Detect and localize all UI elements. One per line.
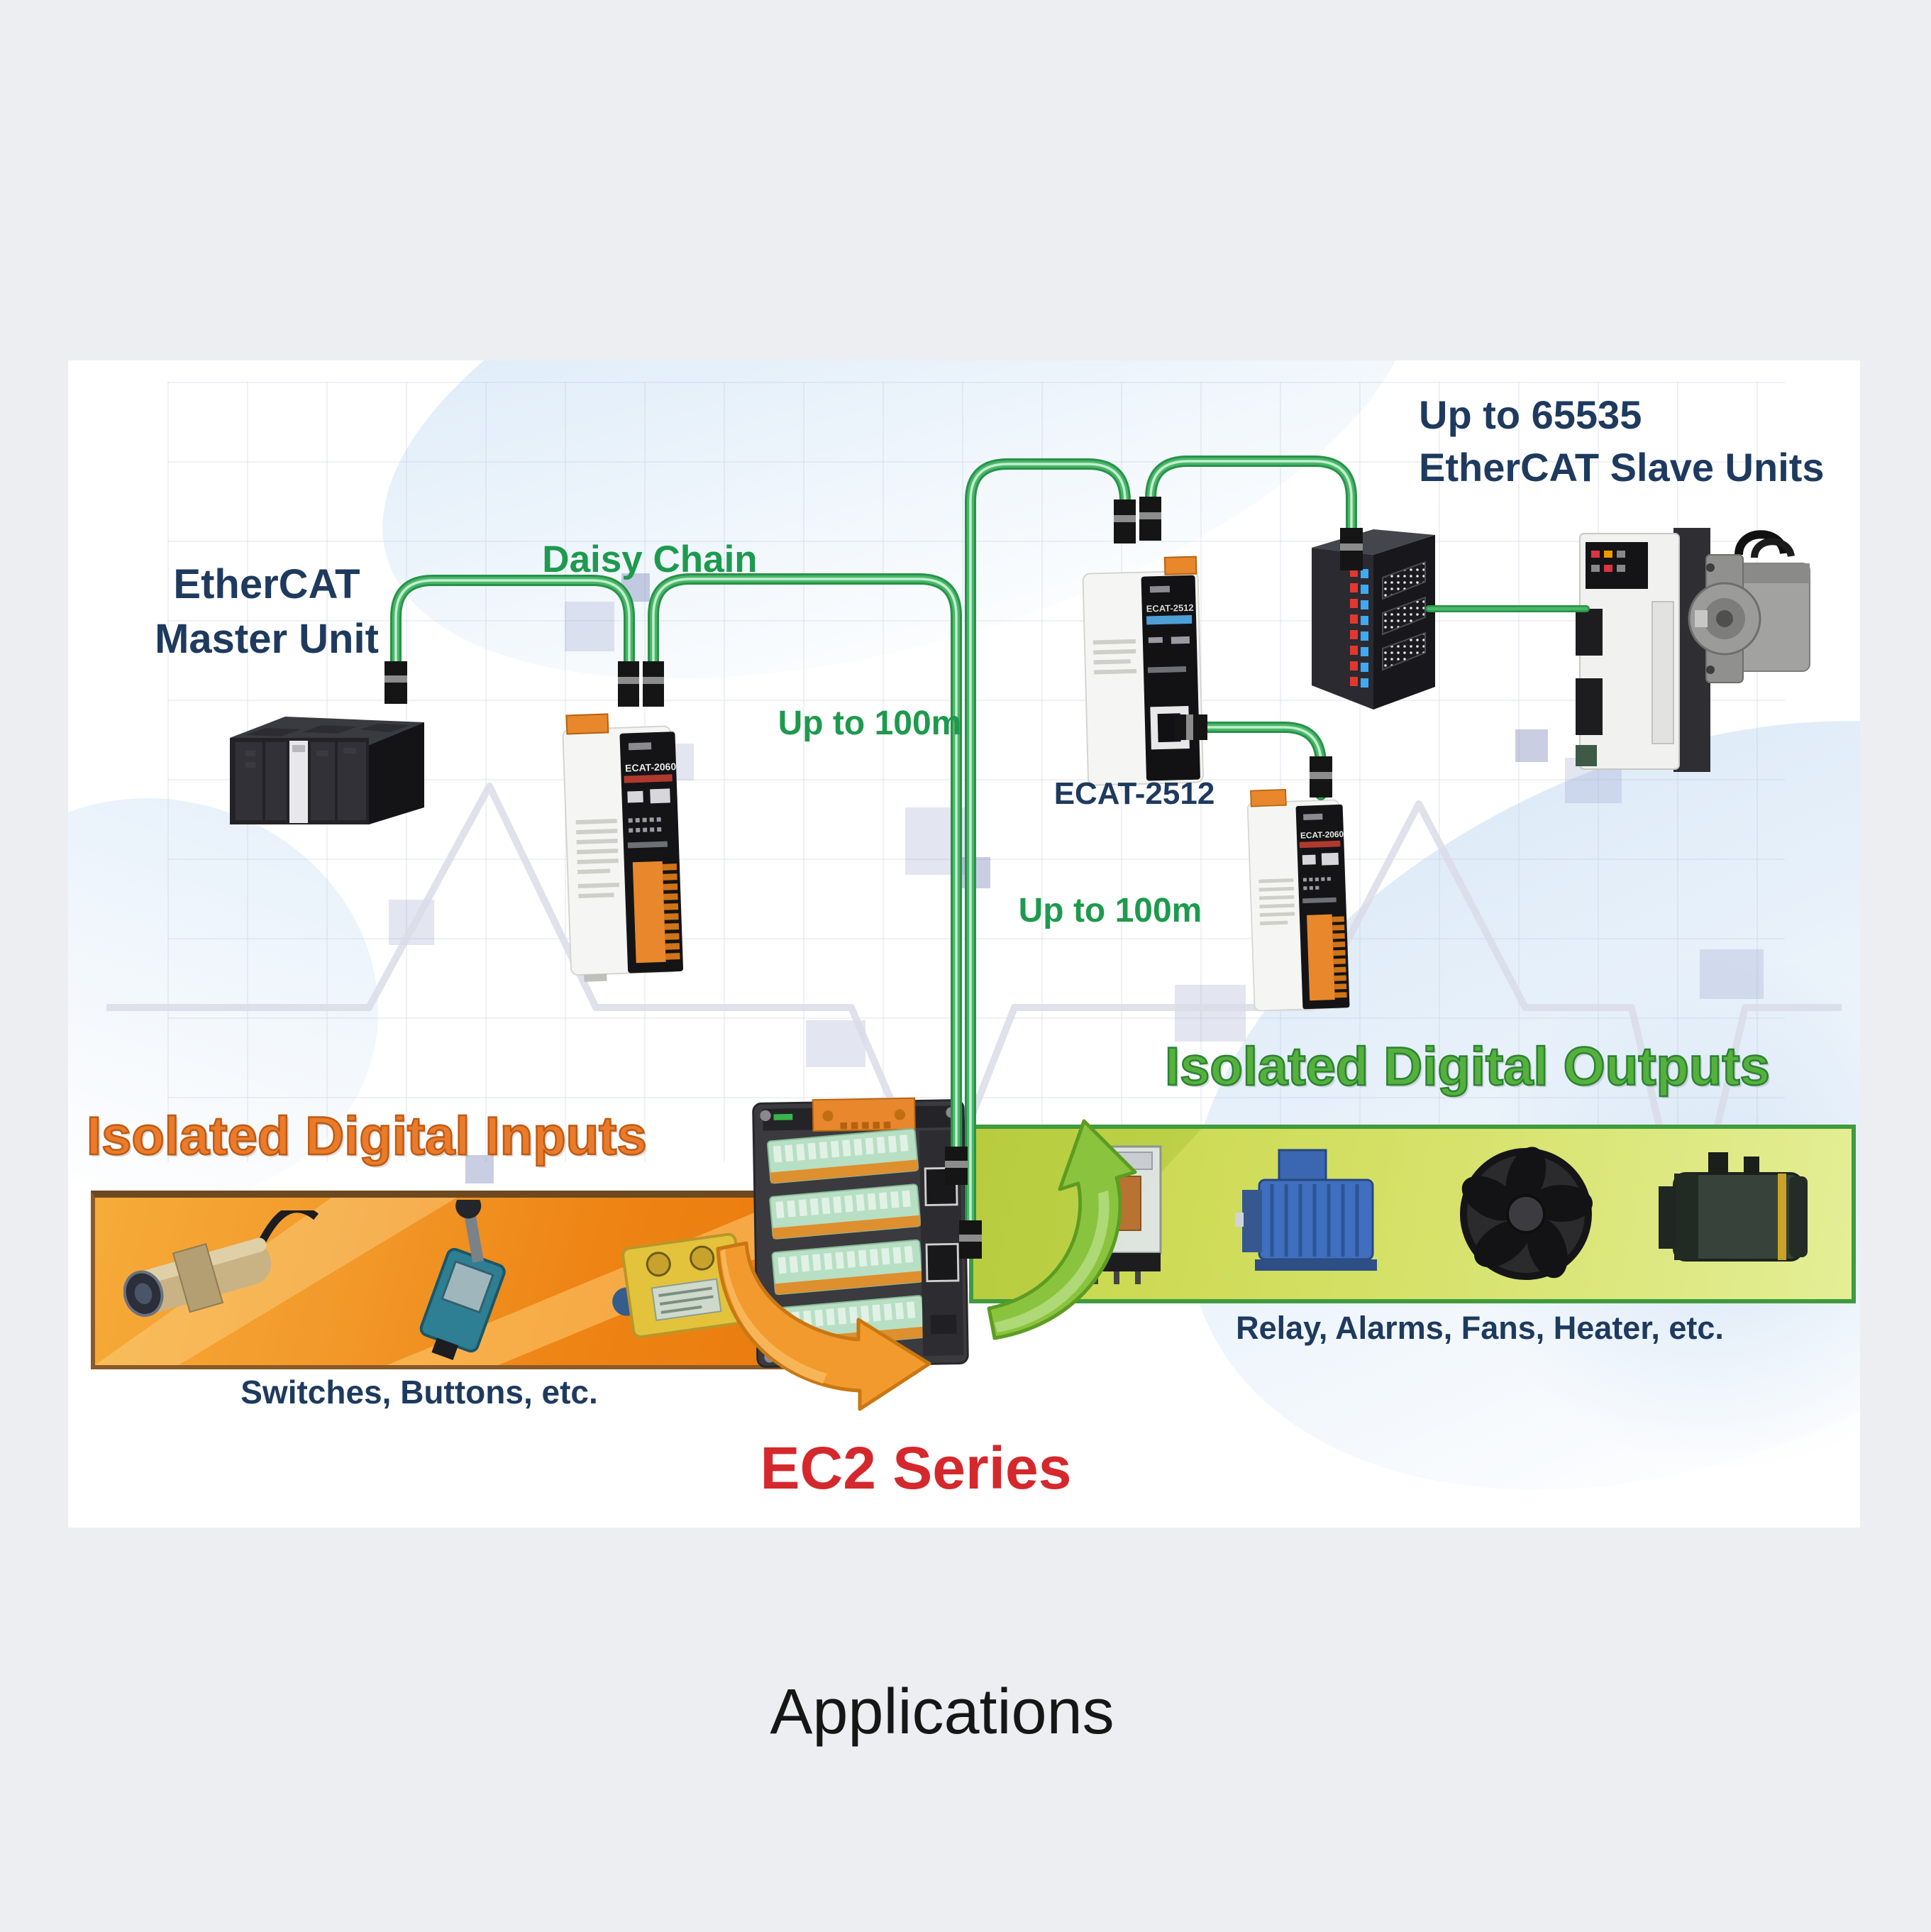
module-model-text: ECAT-2060 (1300, 829, 1344, 841)
inputs-caption: Switches, Buttons, etc. (240, 1374, 598, 1411)
pixel-square (806, 1020, 865, 1067)
coupler-model-text: ECAT-2512 (1146, 602, 1194, 614)
master-unit-line2: Master Unit (155, 615, 379, 662)
proximity-sensor-icon (123, 1210, 319, 1317)
dc-motor-icon (1659, 1152, 1808, 1262)
pixel-square (565, 602, 614, 651)
outputs-heading: Isolated Digital Outputs (1164, 1036, 1771, 1098)
digital-inputs-banner (91, 1191, 795, 1369)
slave-units-line1: Up to 65535 (1419, 392, 1642, 437)
diagram-panel: ECAT-2060 (68, 360, 1860, 1528)
ec2-io-module (750, 1086, 984, 1379)
motor-icon (1235, 1149, 1378, 1271)
series-label: EC2 Series (760, 1435, 1072, 1501)
ethernet-port (924, 1166, 958, 1207)
page-caption: Applications (770, 1677, 1114, 1748)
pixel-square (389, 900, 434, 945)
ethercat-master-plc (224, 701, 430, 832)
pixel-square (465, 1155, 494, 1183)
slave-units-line2: EtherCAT Slave Units (1419, 444, 1825, 490)
servo-motor (1688, 530, 1810, 683)
ethernet-port (925, 1242, 960, 1283)
fan-icon (1459, 1147, 1593, 1280)
ethercat-slave-module-1: ECAT-2060 (562, 712, 713, 985)
daisy-chain-label: Daisy Chain (542, 539, 758, 580)
relay-icon (1081, 1145, 1162, 1284)
inductive-sensor-icon (612, 1232, 748, 1339)
inputs-heading: Isolated Digital Inputs (86, 1105, 648, 1168)
pixel-square (1175, 985, 1246, 1042)
slave-units-label: Up to 65535 EtherCAT Slave Units (1419, 389, 1825, 494)
digital-outputs-banner (969, 1125, 1856, 1303)
cable-length-label-right: Up to 100m (1018, 892, 1202, 929)
master-unit-line1: EtherCAT (173, 561, 360, 607)
servo-drive-and-motor (1576, 524, 1813, 790)
ethercat-slave-module-2: ECAT-2060 (1246, 783, 1375, 1025)
limit-switch-icon (419, 1200, 506, 1360)
pixel-square (959, 857, 990, 888)
pixel-square (621, 573, 650, 602)
pixel-square (1700, 949, 1764, 999)
pixel-square (1515, 729, 1548, 762)
outputs-caption: Relay, Alarms, Fans, Heater, etc. (1236, 1310, 1724, 1346)
master-unit-label: EtherCAT Master Unit (125, 558, 409, 666)
ethernet-cable (390, 575, 635, 684)
wave-ribbon (322, 360, 1474, 782)
ethercat-slave-stack (1306, 522, 1441, 723)
ethercat-junction-ecat-2512: ECAT-2512 (1082, 553, 1239, 791)
module-model-text: ECAT-2060 (625, 761, 677, 774)
cable-length-label-left: Up to 100m (778, 705, 962, 742)
pixel-square (905, 807, 973, 875)
